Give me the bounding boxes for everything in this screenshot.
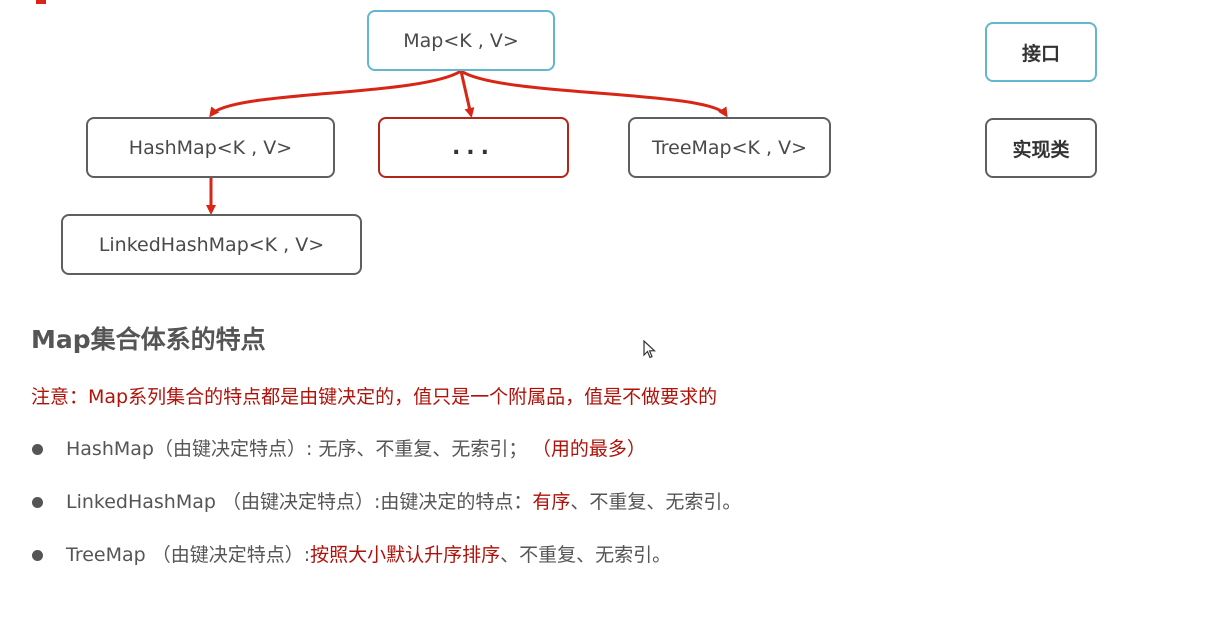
bullet-dot-icon xyxy=(32,550,43,561)
section-title: Map集合体系的特点 xyxy=(31,325,266,354)
arrow-map-to-other xyxy=(459,70,475,118)
list-item: TreeMap （由键决定特点）:按照大小默认升序排序、不重复、无索引。 xyxy=(30,541,741,569)
map-interface-box: Map<K , V> xyxy=(367,10,555,71)
legend-interface: 接口 xyxy=(985,22,1097,82)
mouse-pointer-icon xyxy=(643,340,657,359)
bullet-text: TreeMap （由键决定特点）: xyxy=(66,544,311,566)
bullet-rest: 、不重复、无索引。 xyxy=(570,491,742,513)
list-item: HashMap（由键决定特点）: 无序、不重复、无索引； （用的最多） xyxy=(30,435,741,463)
bullet-highlight: 按照大小默认升序排序 xyxy=(310,544,501,566)
bullet-text: HashMap（由键决定特点）: 无序、不重复、无索引； xyxy=(66,438,528,460)
feature-list: HashMap（由键决定特点）: 无序、不重复、无索引； （用的最多） Linke… xyxy=(30,435,741,594)
other-implementations-box: ... xyxy=(378,117,569,178)
bullet-highlight: （用的最多） xyxy=(541,438,646,460)
bullet-text: LinkedHashMap （由键决定特点）:由键决定的特点： xyxy=(66,491,533,513)
treemap-box: TreeMap<K , V> xyxy=(628,117,831,178)
bullet-highlight: 有序 xyxy=(532,491,571,513)
legend-implementation: 实现类 xyxy=(985,118,1097,178)
hashmap-box: HashMap<K , V> xyxy=(86,117,335,178)
note-text: 注意：Map系列集合的特点都是由键决定的，值只是一个附属品，值是不做要求的 xyxy=(31,386,718,408)
bullet-dot-icon xyxy=(32,444,43,455)
arrow-map-to-hashmap xyxy=(209,69,462,118)
bullet-dot-icon xyxy=(32,497,43,508)
arrow-map-to-treemap xyxy=(460,69,728,118)
bullet-rest: 、不重复、无索引。 xyxy=(500,544,672,566)
list-item: LinkedHashMap （由键决定特点）:由键决定的特点：有序、不重复、无索… xyxy=(30,488,741,516)
linkedhashmap-box: LinkedHashMap<K , V> xyxy=(61,214,362,275)
corner-mark xyxy=(36,0,46,4)
